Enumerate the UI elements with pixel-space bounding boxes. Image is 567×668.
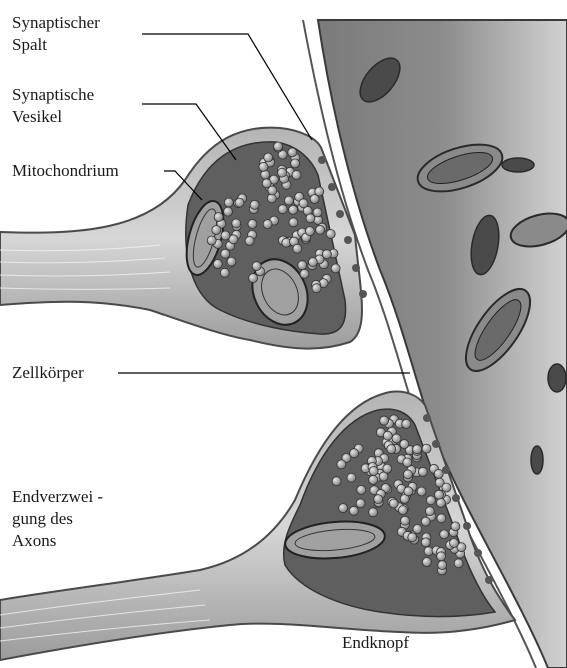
vesicle [347,473,356,482]
vesicle [316,225,325,234]
vesicle [403,458,412,467]
vesicle [436,498,445,507]
vesicle [259,162,268,171]
vesicle [331,264,340,273]
vesicle [278,205,287,214]
vesicle [207,236,216,245]
vesicle [292,171,301,180]
vesicle [339,504,348,513]
vesicle [214,213,223,222]
vesicle [421,517,430,526]
vesicle [248,220,257,229]
vesicle [422,558,431,567]
vesicle [263,220,272,229]
vesicle [227,257,236,266]
vesicle [332,477,341,486]
vesicle [264,153,273,162]
vesicle [289,218,298,227]
vesicle [249,274,258,283]
vesicle [224,207,233,216]
vesicle [350,449,359,458]
vesicle [438,561,447,570]
vesicle [250,200,259,209]
label-cell-body: Zellkörper [12,362,84,384]
vesicle [262,179,271,188]
label-synaptic-cleft: Synaptischer Spalt [12,12,100,56]
vesicle [454,559,463,568]
vesicle [413,445,422,454]
vesicle [451,522,460,531]
vesicle [315,187,324,196]
vesicle [389,499,398,508]
label-axon-terminal-branch: Endverzwei - gung des Axons [12,486,103,552]
vesicle [392,434,401,443]
vesicle [232,219,241,228]
vesicle [322,250,331,259]
label-mitochondrion: Mitochondrium [12,160,119,182]
vesicle [383,464,392,473]
vesicle [312,284,321,293]
vesicle [274,142,283,151]
vesicle [400,440,409,449]
vesicle [291,159,300,168]
vesicle [356,499,365,508]
vesicle [442,483,451,492]
vesicle [408,533,417,542]
vesicle [369,467,378,476]
vesicle [349,506,358,515]
vesicle [437,552,446,561]
vesicle [221,249,230,258]
vesicle [235,198,244,207]
leader-synaptic-cleft [142,34,312,140]
vesicle [422,444,431,453]
vesicle [284,196,293,205]
label-synaptic-vesicles: Synaptische Vesikel [12,84,94,128]
vesicle [298,261,307,270]
vesicle [380,416,389,425]
vesicle [417,487,426,496]
label-terminal-button: Endknopf [342,632,409,654]
vesicle [337,460,346,469]
vesicle [450,539,459,548]
vesicle [252,262,261,271]
vesicle [326,230,335,239]
vesicle [402,419,411,428]
vesicle [220,268,229,277]
vesicle [300,269,309,278]
vesicle [357,485,366,494]
vesicle [213,260,222,269]
vesicle [440,530,449,539]
vesicle [308,258,317,267]
vesicle [404,487,413,496]
vesicle [245,236,254,245]
vesicle [212,226,221,235]
vesicle [369,475,378,484]
vesicle [288,148,297,157]
vesicle [305,227,314,236]
vesicle [434,469,443,478]
vesicle [383,431,392,440]
vesicle [398,506,407,515]
vesicle [387,445,396,454]
vesicle [369,508,378,517]
vesicle [401,516,410,525]
vesicle [403,470,412,479]
vesicle [435,490,444,499]
vesicle [278,168,287,177]
vesicle [289,205,298,214]
vesicle [425,507,434,516]
vesicle [221,231,230,240]
vesicle [299,199,308,208]
vesicle [374,495,383,504]
vesicle [437,514,446,523]
vesicle [313,208,322,217]
vesicle [293,244,302,253]
vesicle [418,467,427,476]
vesicle [426,496,435,505]
vesicle [224,198,233,207]
vesicle [421,538,430,547]
